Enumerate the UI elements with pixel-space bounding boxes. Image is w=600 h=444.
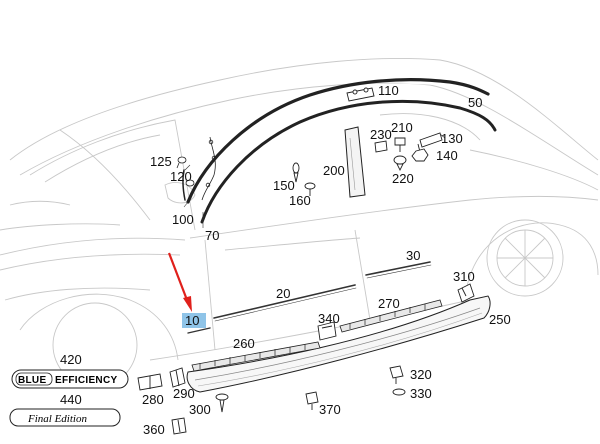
callout-270: 270 bbox=[378, 296, 400, 311]
callout-220: 220 bbox=[392, 171, 414, 186]
blue-efficiency-badge: BLUE EFFICIENCY bbox=[11, 369, 129, 389]
callout-440: 440 bbox=[60, 392, 82, 407]
callout-250: 250 bbox=[489, 312, 511, 327]
badge-blue-text: BLUE bbox=[18, 375, 46, 386]
leader-lines bbox=[183, 133, 446, 228]
callout-140: 140 bbox=[436, 148, 458, 163]
callout-370: 370 bbox=[319, 402, 341, 417]
nut-icon bbox=[389, 365, 406, 396]
callout-260: 260 bbox=[233, 336, 255, 351]
bracket-icon bbox=[137, 367, 186, 391]
clip-strips bbox=[191, 299, 443, 372]
callout-100: 100 bbox=[172, 212, 194, 227]
callout-310: 310 bbox=[453, 269, 475, 284]
final-edition-badge: Final Edition bbox=[9, 408, 121, 427]
callout-290: 290 bbox=[173, 386, 195, 401]
clip-icon bbox=[317, 321, 337, 341]
clip-icon bbox=[305, 391, 319, 410]
highlight-callout-10 bbox=[182, 313, 206, 328]
clip-icon bbox=[171, 417, 187, 435]
callout-150: 150 bbox=[273, 178, 295, 193]
callout-110: 110 bbox=[378, 83, 399, 98]
screw-icon bbox=[215, 393, 229, 413]
callout-230: 230 bbox=[370, 127, 392, 142]
callout-280: 280 bbox=[142, 392, 164, 407]
callout-20: 20 bbox=[276, 286, 290, 301]
callout-200: 200 bbox=[323, 163, 345, 178]
callout-70: 70 bbox=[205, 228, 219, 243]
callout-50: 50 bbox=[468, 95, 482, 110]
cap-icon bbox=[374, 140, 388, 153]
callout-360: 360 bbox=[143, 422, 165, 437]
cap-icon bbox=[457, 283, 475, 303]
side-sill-panel bbox=[186, 295, 491, 393]
screw-icon bbox=[292, 162, 316, 196]
badge-efficiency-text: EFFICIENCY bbox=[55, 375, 117, 386]
b-pillar-trim bbox=[344, 126, 366, 198]
callout-130: 130 bbox=[441, 131, 463, 146]
car-body-outline bbox=[0, 57, 599, 388]
callout-160: 160 bbox=[289, 193, 311, 208]
clip-icon bbox=[176, 136, 217, 201]
callout-210: 210 bbox=[391, 120, 413, 135]
callout-300: 300 bbox=[189, 402, 211, 417]
nut-icon bbox=[411, 148, 429, 162]
callout-10: 10 bbox=[185, 313, 199, 328]
callout-330: 330 bbox=[410, 386, 432, 401]
roof-trim-strips bbox=[182, 78, 497, 225]
clip-icon bbox=[393, 137, 407, 172]
door-mouldings bbox=[187, 261, 432, 334]
callout-420: 420 bbox=[60, 352, 82, 367]
callout-30: 30 bbox=[406, 248, 420, 263]
callout-340: 340 bbox=[318, 311, 340, 326]
callout-320: 320 bbox=[410, 367, 432, 382]
arrow-icon bbox=[167, 252, 192, 312]
callout-120: 120 bbox=[170, 169, 192, 184]
clip-icon bbox=[346, 87, 375, 102]
callout-labels: 10 20 30 50 70 100 110 120 125 130 140 1… bbox=[60, 83, 511, 437]
badge-final-edition-text: Final Edition bbox=[27, 413, 87, 425]
callout-125: 125 bbox=[150, 154, 172, 169]
